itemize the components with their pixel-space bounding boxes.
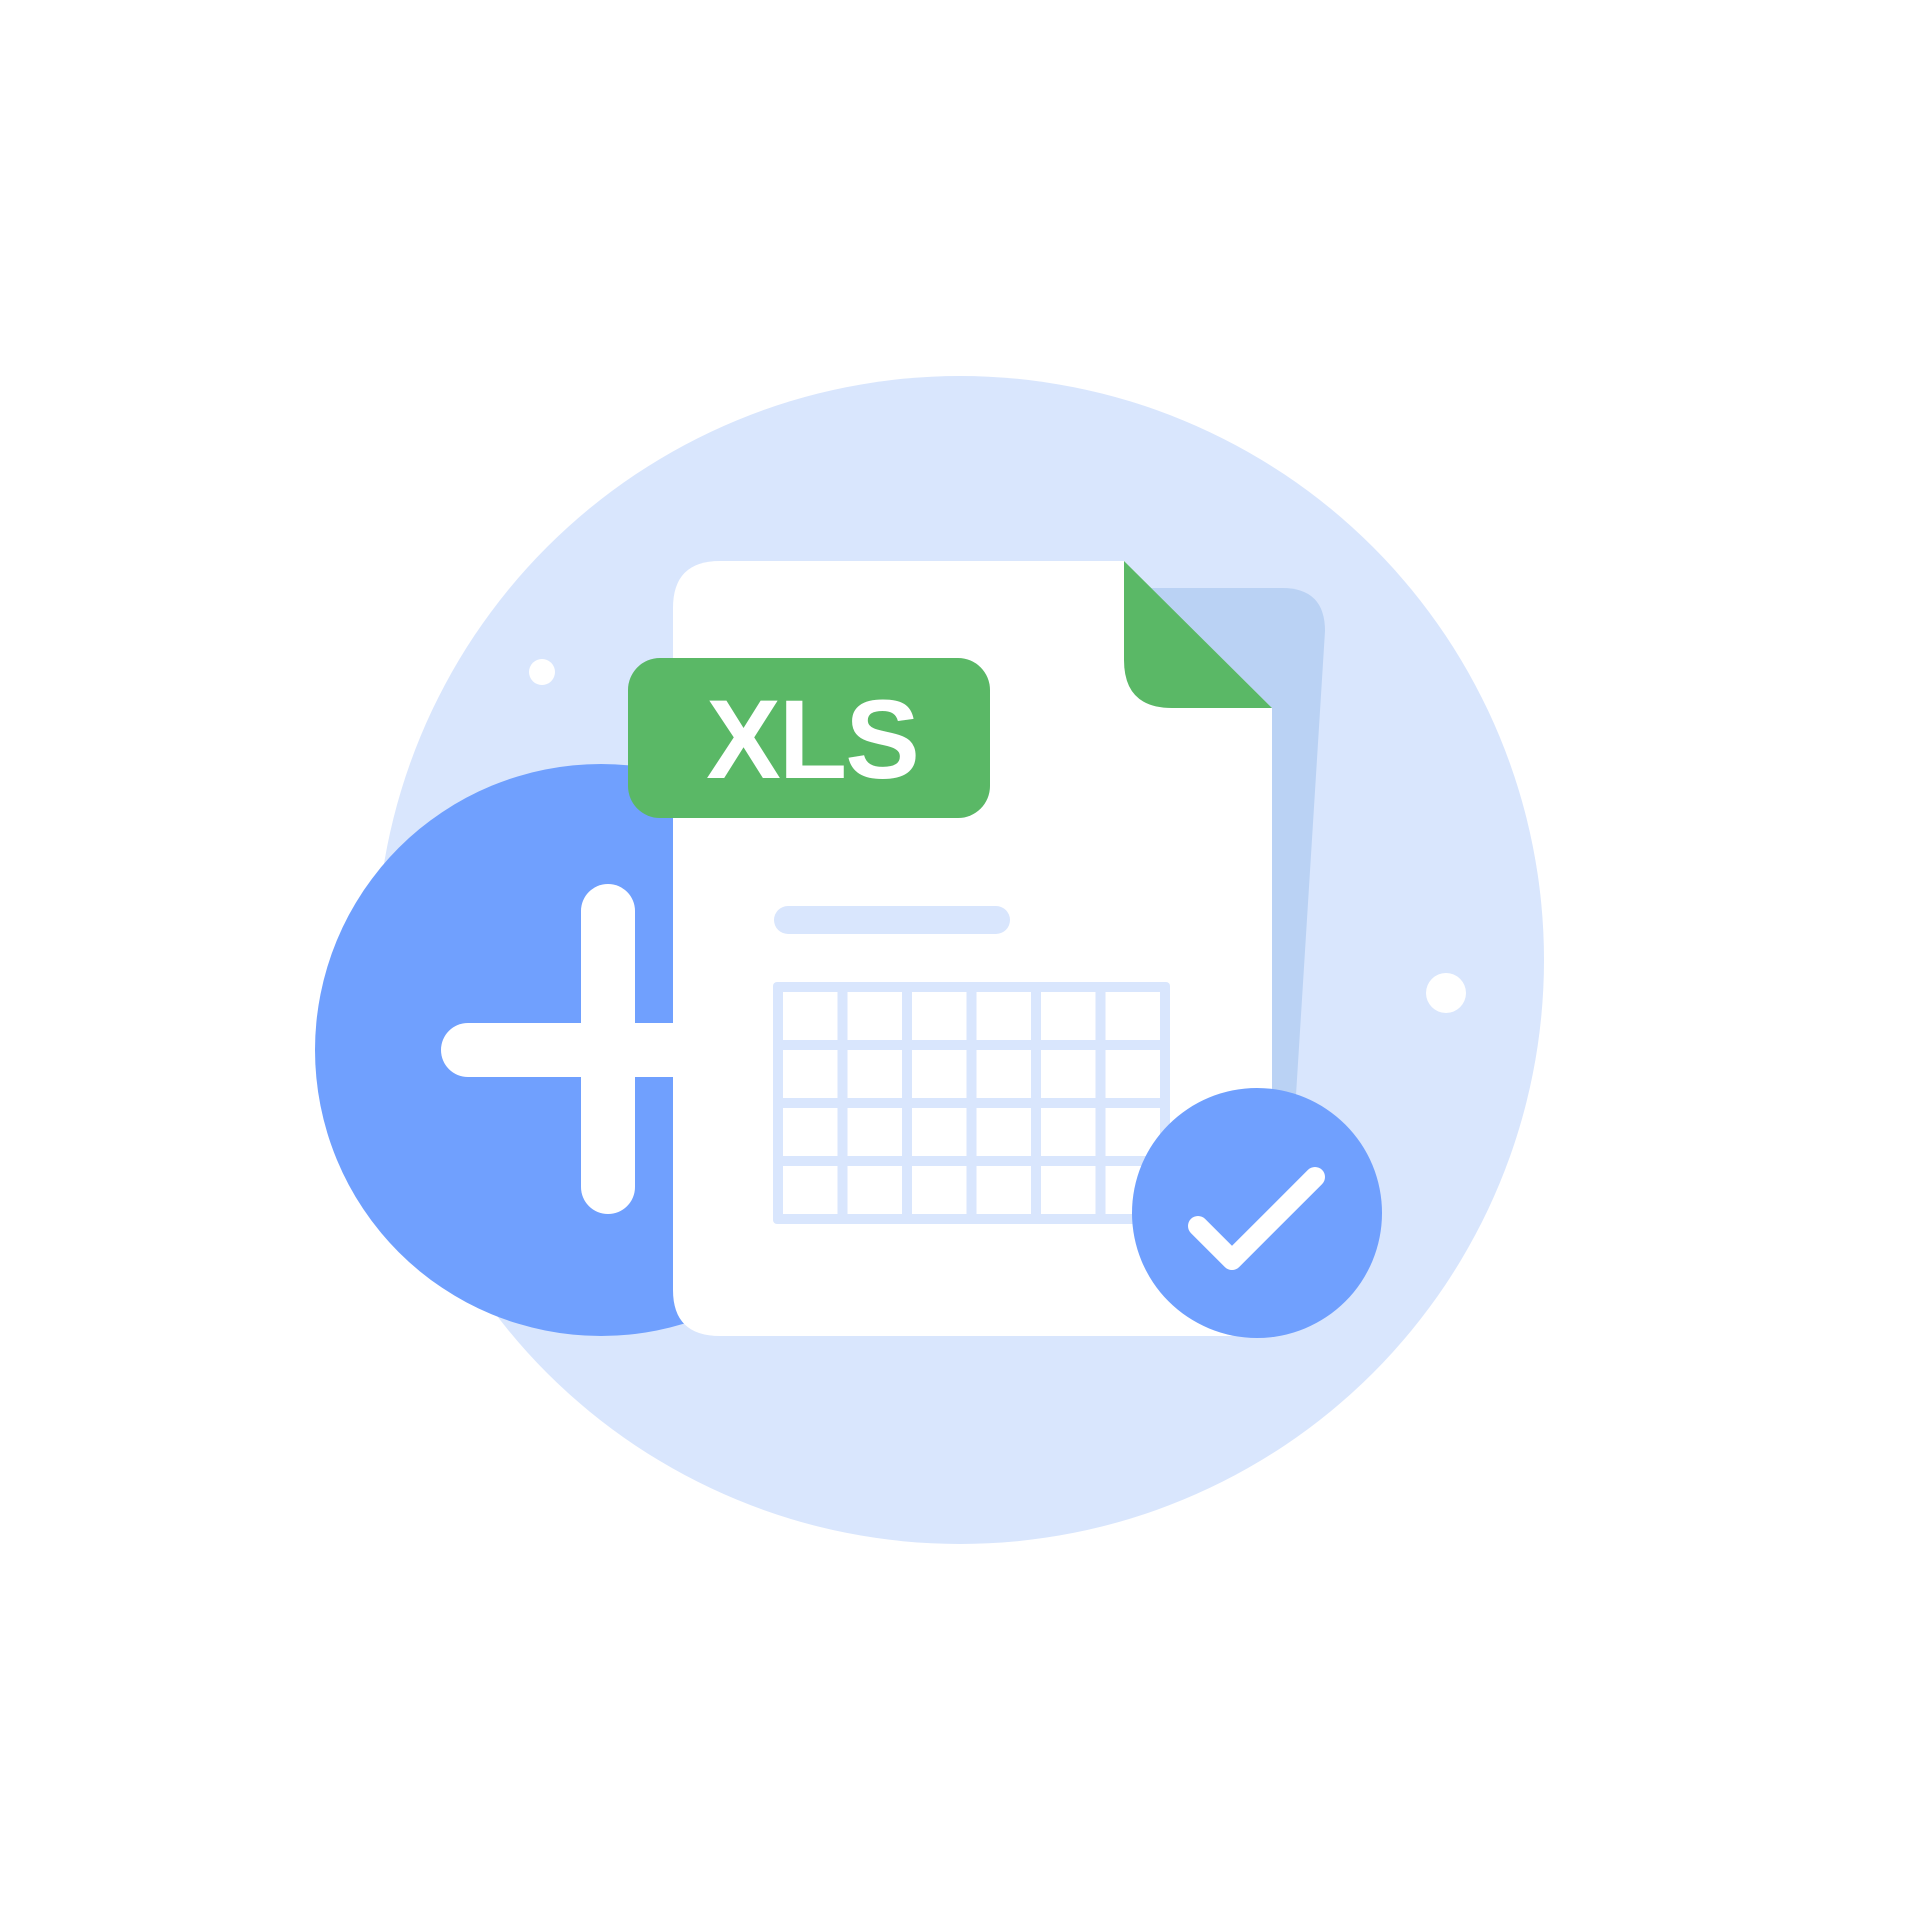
grid-cell [1041,992,1096,1040]
grid-cell [912,1108,967,1156]
grid-cell [847,1166,902,1214]
grid-cell [1041,1166,1096,1214]
file-folded-corner [1124,561,1272,708]
grid-cell [1105,992,1160,1040]
check-mark [1188,1167,1325,1270]
grid-cell [912,1050,967,1098]
grid-cell [783,992,838,1040]
decor-dot-right [1426,973,1466,1013]
grid-frame [773,982,1170,1224]
grid-cell [847,1050,902,1098]
grid-cell [1105,1050,1160,1098]
grid-cell [847,992,902,1040]
decor-dot-left [529,659,555,685]
grid-cell [976,1050,1031,1098]
file-icon [673,561,1325,1336]
grid-cell [783,1108,838,1156]
grid-cell [912,992,967,1040]
check-circle [1132,1088,1382,1338]
file-text-line [774,906,1010,934]
grid-cell [912,1166,967,1214]
check-icon [1132,1088,1382,1338]
grid-cell [976,1108,1031,1156]
grid-cell [1041,1050,1096,1098]
grid-cell [783,1050,838,1098]
grid-cell [847,1108,902,1156]
xls-badge-background [628,658,990,818]
grid-cell [1041,1108,1096,1156]
xls-badge: XLS [628,658,990,818]
grid-cell [976,1166,1031,1214]
spreadsheet-grid-icon [773,982,1170,1224]
grid-cell [783,1166,838,1214]
grid-cell [976,992,1031,1040]
xls-badge-label: XLS [706,677,918,802]
